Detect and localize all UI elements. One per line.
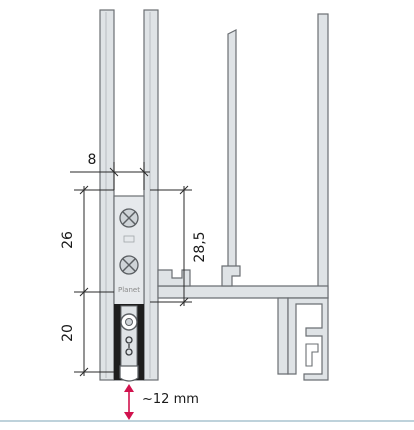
upper-screw-icon (119, 208, 139, 228)
right-inner-rail (227, 29, 237, 273)
right-outer-rail (317, 13, 329, 299)
brand-label: Planet (118, 286, 140, 294)
left-glass-inner-rail (143, 9, 159, 381)
seal-roller-icon (120, 313, 138, 331)
gap-label: ~12 mm (142, 392, 199, 407)
lower-screw-icon (119, 255, 139, 275)
end-hook-profile (305, 343, 319, 367)
right-door-profile (157, 13, 329, 381)
seal-bottom-lip (119, 365, 139, 382)
seal-mechanism-icon (125, 336, 133, 356)
center-clip-profile (221, 265, 241, 287)
seal-housing: Planet (113, 195, 145, 382)
left-glass-panel (99, 9, 159, 381)
left-clip-profile (157, 269, 191, 287)
lower-right-section (287, 297, 329, 381)
lower-box-profile (277, 297, 289, 375)
gap-arrow (124, 384, 134, 420)
left-glass-outer-rail (99, 9, 115, 381)
dimension-width-top: 8 (88, 152, 97, 168)
dimension-height-upper: 26 (60, 231, 76, 249)
dimension-height-profile: 28,5 (192, 231, 208, 262)
dimension-lines (70, 162, 192, 377)
dimension-height-lower: 20 (60, 324, 76, 342)
